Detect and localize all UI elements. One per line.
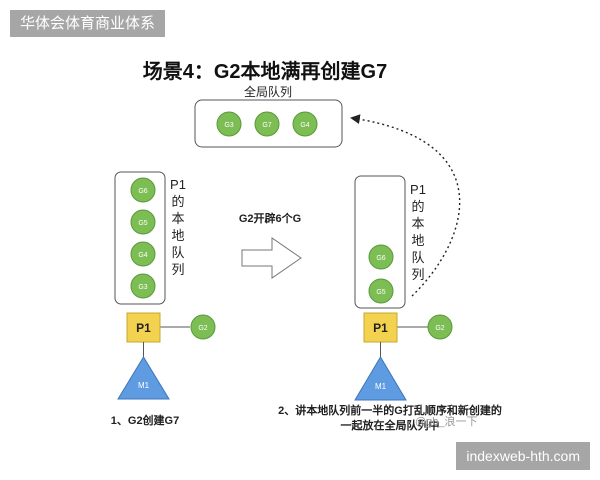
transition-arrow: [241, 237, 302, 279]
left-running-goroutine: [190, 314, 216, 340]
right-machine-label: M1: [375, 382, 387, 391]
right-local-queue-box: [354, 175, 406, 309]
right-processor-label: P1: [373, 321, 388, 335]
left-local-goroutine-label: G5: [138, 220, 147, 227]
left-machine-label: M1: [138, 381, 150, 390]
left-local-goroutine: [130, 177, 156, 203]
header-label: 华体会体育商业体系: [10, 10, 166, 37]
global-goroutine: [216, 111, 242, 137]
right-processor: [363, 312, 398, 343]
diagram-title: 场景4：G2本地满再创建G7: [142, 61, 388, 83]
global-goroutine-label: G3: [224, 122, 233, 129]
right-running-goroutine: [427, 314, 453, 340]
left-local-goroutine-label: G6: [138, 188, 147, 195]
left-local-queue-label: P1的本地队列: [170, 177, 186, 277]
left-local-goroutine: [130, 273, 156, 299]
right-running-goroutine-label: G2: [435, 325, 444, 332]
left-local-goroutine: [130, 209, 156, 235]
left-local-goroutine: [130, 241, 156, 267]
global-goroutine: [254, 111, 280, 137]
left-local-queue-box: [114, 171, 166, 305]
left-processor-label: P1: [136, 321, 151, 335]
watermark: @gb_浪一下: [415, 416, 478, 428]
arrow-label: G2开辟6个G: [238, 213, 302, 225]
left-caption: 1、G2创建G7: [110, 415, 180, 427]
right-machine: [354, 356, 407, 401]
left-running-goroutine-label: G2: [198, 325, 207, 332]
global-goroutine-label: G7: [262, 122, 271, 129]
move-to-global-arrow: [350, 114, 461, 297]
global-goroutine: [292, 111, 318, 137]
left-local-goroutine-label: G3: [138, 284, 147, 291]
right-local-goroutine: [368, 278, 394, 304]
right-local-queue-label: P1的本地队列: [410, 182, 426, 282]
global-queue-goroutines: G3 G7 G4: [216, 111, 318, 137]
right-local-goroutine: [368, 244, 394, 270]
right-caption-line1: 2、讲本地队列前一半的G打乱顺序和新创建的: [278, 405, 502, 417]
left-machine: [117, 356, 170, 400]
footer-label: indexweb-hth.com: [456, 442, 590, 470]
right-local-goroutine-label: G6: [376, 255, 385, 262]
global-goroutine-label: G4: [300, 122, 309, 129]
right-caption: 2、讲本地队列前一半的G打乱顺序和新创建的 一起放在全局队列中: [270, 404, 510, 434]
global-queue-label: 全局队列: [244, 84, 292, 99]
right-caption-line2: 一起放在全局队列中: [340, 420, 440, 432]
right-local-goroutine-label: G5: [376, 289, 385, 296]
left-local-goroutine-label: G4: [138, 252, 147, 259]
